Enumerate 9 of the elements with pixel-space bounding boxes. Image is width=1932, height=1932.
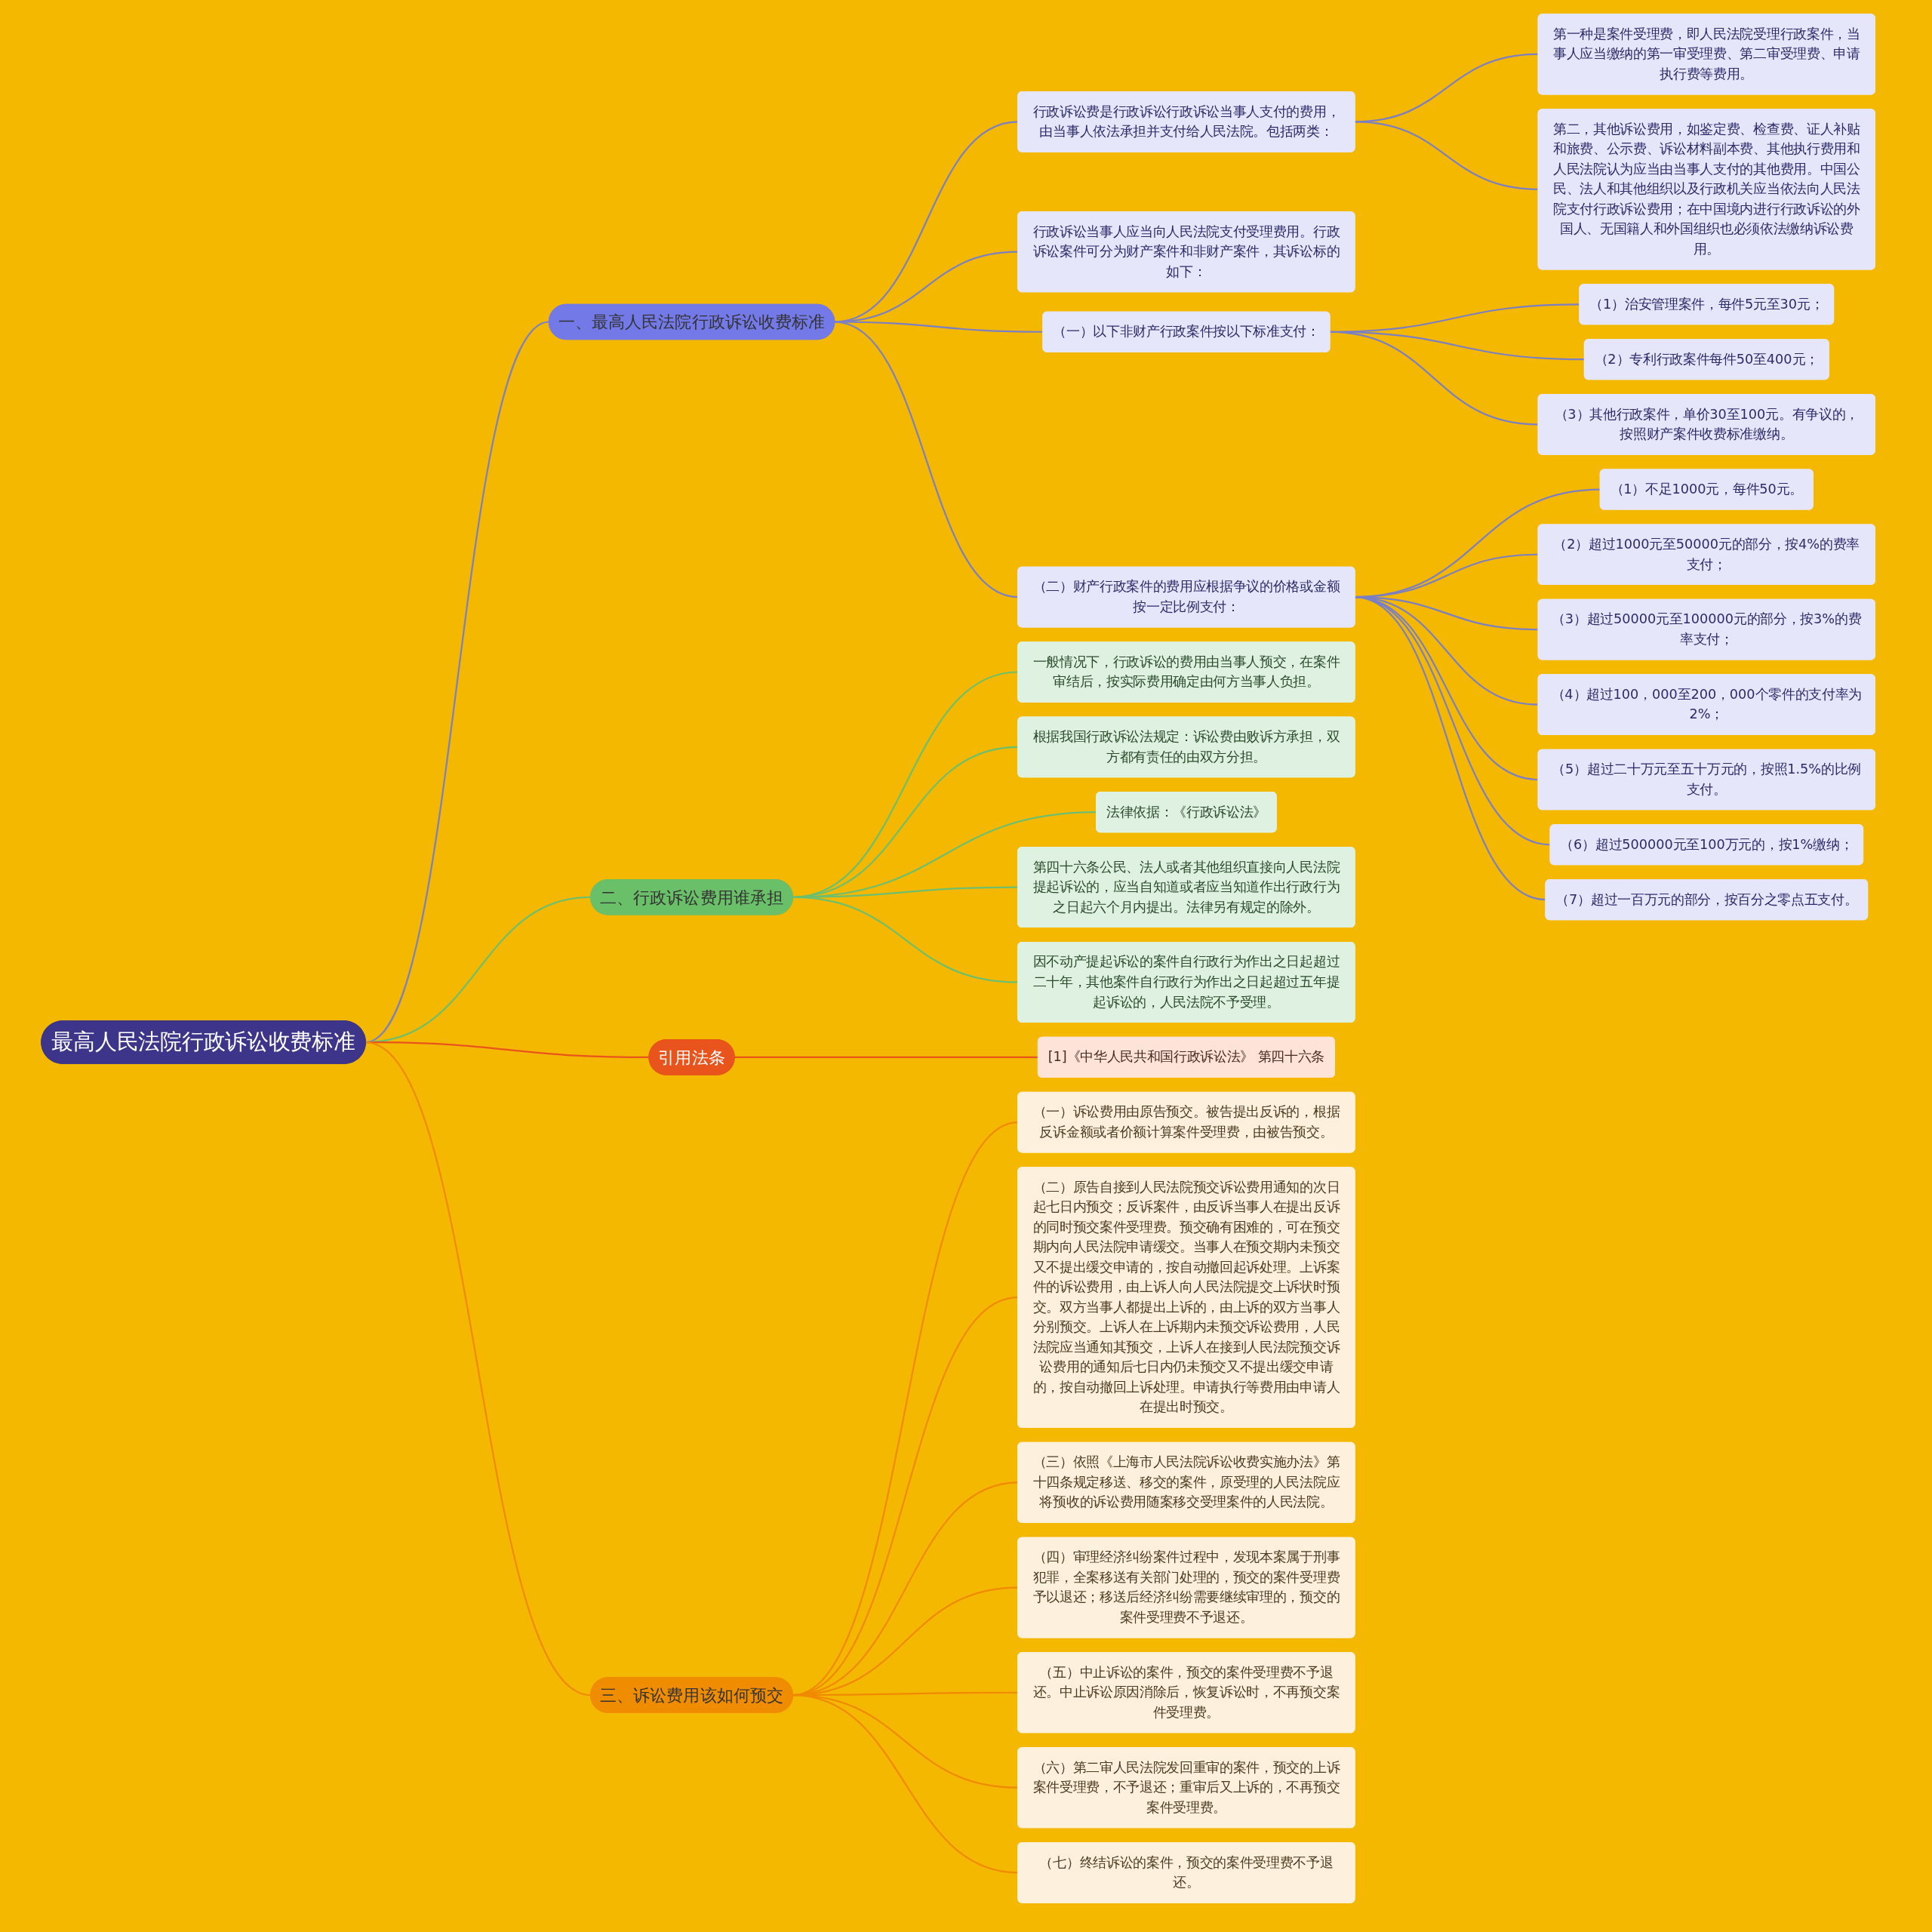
connector bbox=[1330, 331, 1539, 426]
connector bbox=[792, 671, 1019, 898]
connector bbox=[1355, 596, 1546, 901]
connector bbox=[1355, 121, 1539, 190]
connector bbox=[734, 1056, 1038, 1058]
connector bbox=[792, 1694, 1019, 1874]
connector bbox=[792, 896, 1019, 983]
connector bbox=[834, 321, 1019, 598]
connector bbox=[835, 321, 1044, 333]
